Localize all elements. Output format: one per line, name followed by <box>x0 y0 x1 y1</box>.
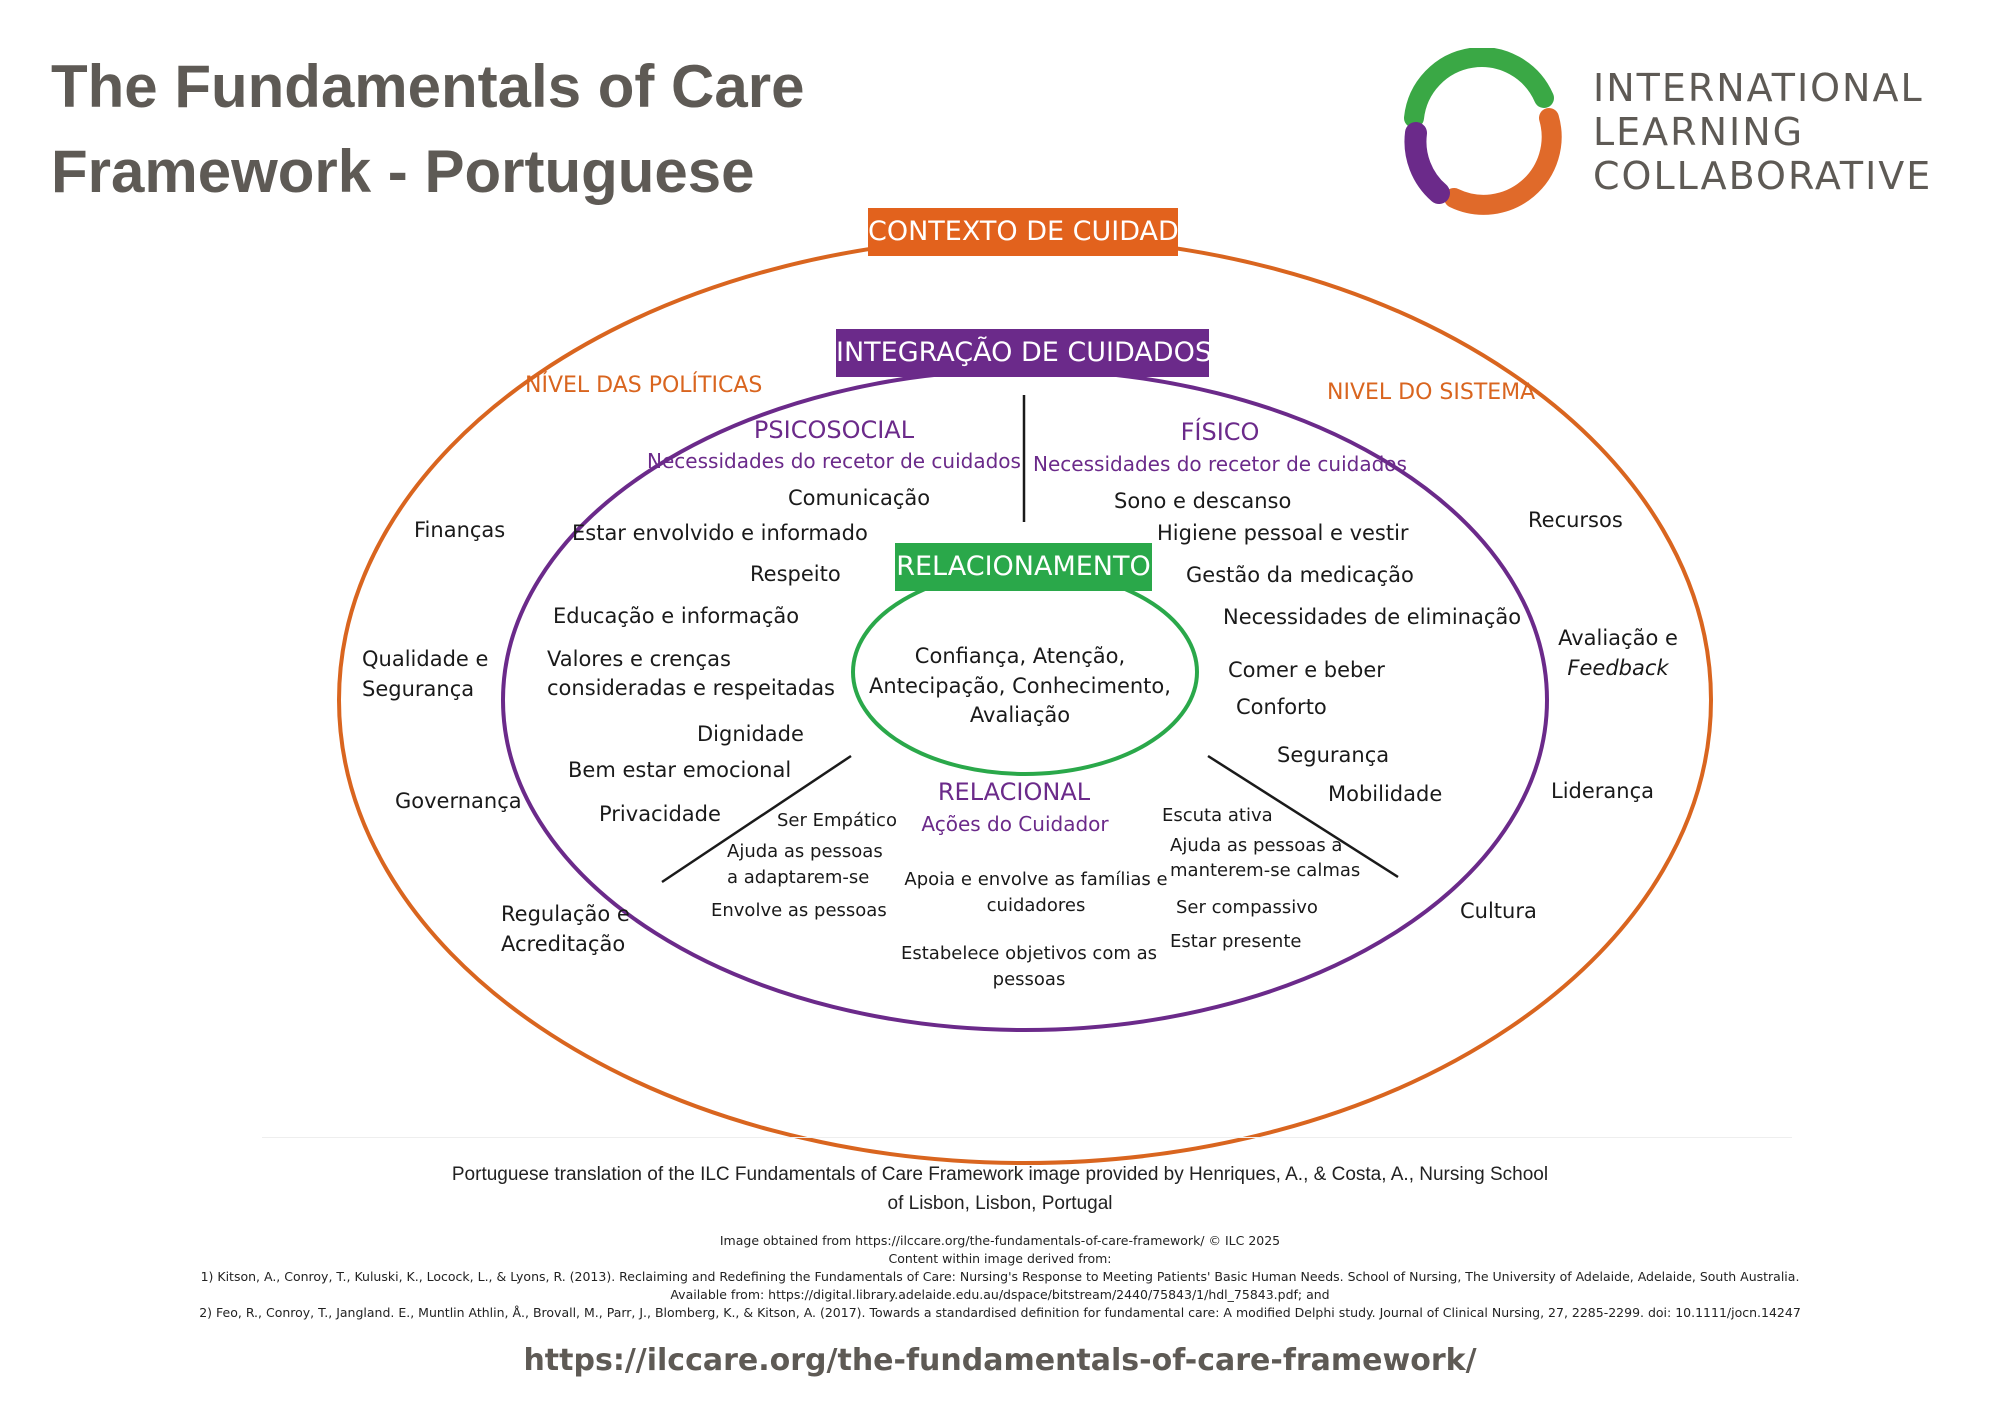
outer-left-quality-1: Qualidade e <box>362 647 489 671</box>
psychosocial-subheading: Necessidades do recetor de cuidados <box>647 449 1021 473</box>
relational-center-item: cuidadores <box>986 895 1086 916</box>
footer-source: Image obtained from https://ilccare.org/… <box>719 1233 1281 1248</box>
page-title-line1: The Fundamentals of Care <box>51 53 805 120</box>
psychosocial-item: Respeito <box>750 562 841 586</box>
outer-left-quality-2: Segurança <box>362 677 475 701</box>
outer-right-resources: Recursos <box>1528 508 1623 532</box>
physical-item: Sono e descanso <box>1114 489 1292 513</box>
logo-line1: INTERNATIONAL <box>1593 66 1924 110</box>
psychosocial-item: Bem estar emocional <box>568 758 792 782</box>
relationship-core-line2: Antecipação, Conhecimento, <box>869 674 1171 698</box>
footer-credit-line1: Portuguese translation of the ILC Fundam… <box>451 1164 1549 1185</box>
relational-right-item: manterem-se calmas <box>1170 860 1361 881</box>
outer-left-finances: Finanças <box>414 518 506 542</box>
page-title-line2: Framework - Portuguese <box>51 138 755 205</box>
physical-item: Conforto <box>1236 695 1327 719</box>
divider-left <box>661 754 852 884</box>
footer-credit-line2: of Lisbon, Lisbon, Portugal <box>887 1193 1113 1214</box>
physical-item: Gestão da medicação <box>1186 563 1414 587</box>
relational-center-item: pessoas <box>992 969 1066 990</box>
outer-right-leadership: Liderança <box>1551 779 1655 803</box>
psychosocial-item: Privacidade <box>599 802 721 826</box>
psychosocial-item: Estar envolvido e informado <box>572 521 868 545</box>
care-context-box: CONTEXTO DE CUIDADOS <box>868 208 1217 256</box>
relational-left-item: a adaptarem-se <box>727 867 870 888</box>
relational-right-item: Ajuda as pessoas a <box>1170 835 1343 856</box>
care-integration-box: INTEGRAÇÃO DE CUIDADOS <box>836 329 1212 377</box>
relational-left-item: Ajuda as pessoas <box>727 841 883 862</box>
relational-heading: RELACIONAL <box>937 778 1091 806</box>
relational-right-item: Estar presente <box>1170 931 1302 952</box>
relationship-box: RELACIONAMENTO <box>895 543 1152 591</box>
system-level-label: NIVEL DO SISTEMA <box>1327 380 1536 405</box>
psychosocial-item: Comunicação <box>788 486 931 510</box>
ilc-circle-logo-icon <box>1404 48 1562 215</box>
outer-right-evaluation-1: Avaliação e <box>1558 626 1678 650</box>
footer-derived: Content within image derived from: <box>888 1251 1112 1266</box>
footer-ref1: 1) Kitson, A., Conroy, T., Kuluski, K., … <box>200 1269 1800 1284</box>
outer-left-regulation-1: Regulação e <box>501 902 630 926</box>
psychosocial-item: Valores e crenças <box>547 647 731 671</box>
divider-right <box>1207 754 1399 879</box>
outer-left-regulation-2: Acreditação <box>501 932 626 956</box>
logo-line2: LEARNING <box>1593 110 1805 154</box>
relationship-core-line1: Confiança, Atenção, <box>914 644 1126 668</box>
logo-line3: COLLABORATIVE <box>1593 154 1933 198</box>
physical-subheading: Necessidades do recetor de cuidados <box>1033 452 1407 476</box>
relational-subheading: Ações do Cuidador <box>921 812 1109 836</box>
psychosocial-item: Dignidade <box>697 722 804 746</box>
footer-ref2: 2) Feo, R., Conroy, T., Jangland. E., Mu… <box>199 1305 1801 1320</box>
physical-item: Comer e beber <box>1228 658 1385 682</box>
relational-center-item: Apoia e envolve as famílias e <box>904 869 1168 890</box>
psychosocial-heading: PSICOSOCIAL <box>753 416 915 444</box>
physical-item: Segurança <box>1277 743 1390 767</box>
policy-level-label: NÍVEL DAS POLÍTICAS <box>525 373 763 398</box>
physical-item: Necessidades de eliminação <box>1223 605 1522 629</box>
outer-right-evaluation-2: Feedback <box>1567 656 1669 680</box>
relational-left-item: Ser Empático <box>777 810 897 831</box>
relational-center-item: Estabelece objetivos com as <box>900 943 1158 964</box>
footer-ref1-available: Available from: https://digital.library.… <box>670 1287 1330 1302</box>
outer-left-governance: Governança <box>395 789 522 813</box>
footer-divider <box>262 1137 1792 1138</box>
relationship-core-line3: Avaliação <box>969 703 1071 727</box>
footer-url-link[interactable]: https://ilccare.org/the-fundamentals-of-… <box>523 1343 1477 1378</box>
physical-item: Higiene pessoal e vestir <box>1157 521 1409 545</box>
psychosocial-item: Educação e informação <box>553 604 800 628</box>
physical-item: Mobilidade <box>1328 782 1443 806</box>
physical-heading: FÍSICO <box>1180 418 1260 446</box>
relational-left-item: Envolve as pessoas <box>711 900 887 921</box>
relational-right-item: Escuta ativa <box>1162 805 1273 826</box>
relational-right-item: Ser compassivo <box>1176 897 1318 918</box>
psychosocial-item: consideradas e respeitadas <box>547 676 836 700</box>
outer-right-culture: Cultura <box>1460 899 1537 923</box>
